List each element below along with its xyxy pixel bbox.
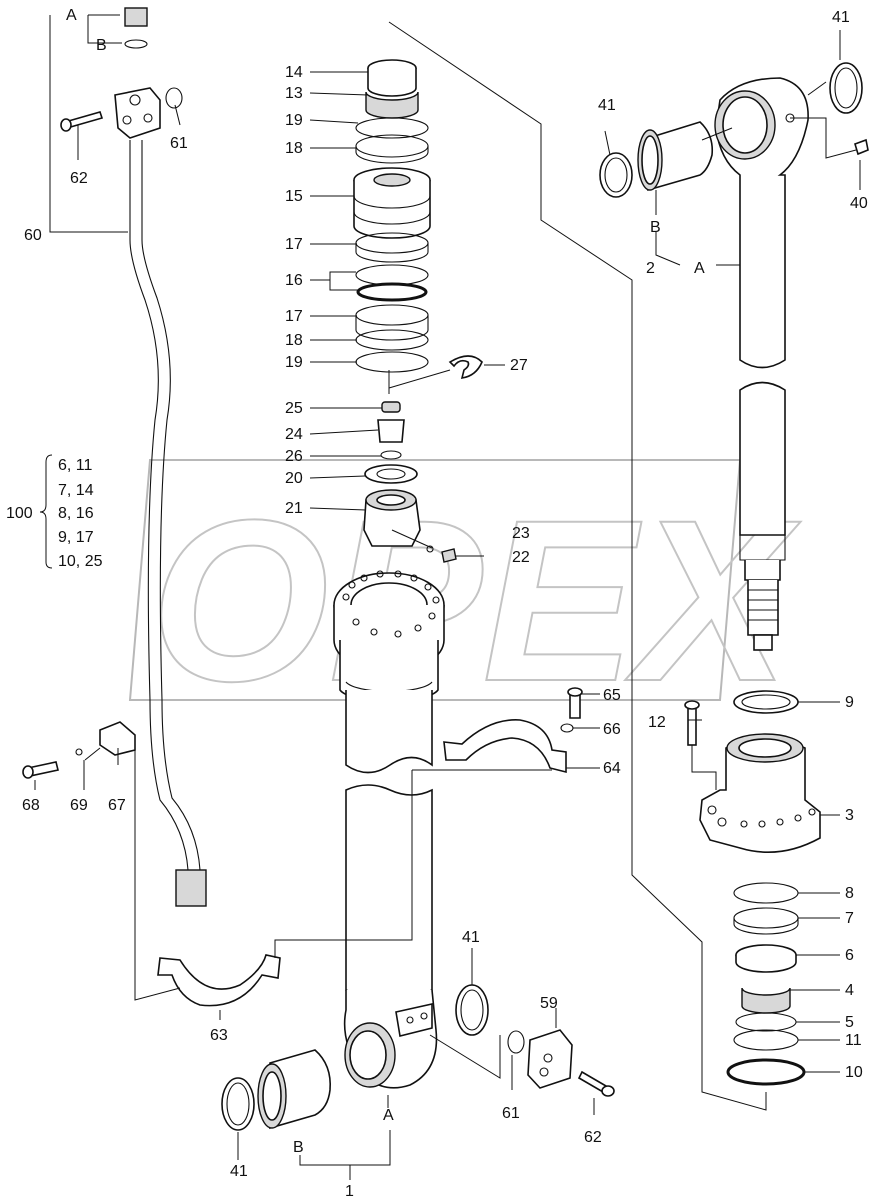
label-61-top: 61	[170, 135, 188, 152]
opex-watermark: OPEX	[128, 459, 802, 730]
kit-row-4: 9, 17	[58, 529, 94, 546]
label-11: 11	[845, 1032, 862, 1049]
o-ring-b	[124, 39, 148, 49]
label-10: 10	[845, 1064, 863, 1081]
label-25: 25	[285, 400, 303, 417]
label-64: 64	[603, 760, 621, 777]
label-12: 12	[648, 714, 666, 731]
label-15: 15	[285, 188, 303, 205]
center-column-parts	[353, 59, 483, 563]
label-67: 67	[108, 797, 126, 814]
label-22: 22	[512, 549, 530, 566]
label-B-top: B	[96, 37, 107, 54]
label-63: 63	[210, 1027, 228, 1044]
label-41-rod-top: 41	[832, 9, 850, 26]
clamp-63	[157, 954, 281, 1007]
label-1: 1	[345, 1183, 354, 1200]
cylinder-head-3	[684, 690, 821, 1086]
label-20: 20	[285, 470, 303, 487]
label-9: 9	[845, 694, 854, 711]
label-23: 23	[512, 525, 530, 542]
label-69: 69	[70, 797, 88, 814]
label-26: 26	[285, 448, 303, 465]
label-13: 13	[285, 85, 303, 102]
plug-a	[124, 7, 148, 27]
label-60: 60	[24, 227, 42, 244]
label-61-bottom: 61	[502, 1105, 520, 1122]
label-59: 59	[540, 995, 558, 1012]
label-62-top: 62	[70, 170, 88, 187]
tube-end-nut	[175, 869, 207, 907]
label-18-bottom: 18	[285, 332, 303, 349]
label-24: 24	[285, 426, 303, 443]
bushing-assembly-bottom	[221, 984, 615, 1131]
label-B-bottom: B	[293, 1139, 304, 1156]
tube-assembly-60	[60, 7, 207, 907]
label-41-bottom: 41	[230, 1163, 248, 1180]
o-ring-61	[165, 87, 183, 109]
label-17-top: 17	[285, 236, 303, 253]
label-A-bottom: A	[383, 1107, 394, 1124]
label-B-rod: B	[650, 219, 661, 236]
label-19-bottom: 19	[285, 354, 303, 371]
label-A-top: A	[66, 7, 77, 24]
label-66: 66	[603, 721, 621, 738]
piston-rod-2	[599, 62, 869, 651]
label-21: 21	[285, 500, 303, 517]
label-16: 16	[285, 272, 303, 289]
kit-row-1: 6, 11	[58, 457, 93, 474]
leader-lines	[34, 14, 861, 1180]
kit-row-3: 8, 16	[58, 505, 94, 522]
label-4: 4	[845, 982, 854, 999]
label-62-bottom: 62	[584, 1129, 602, 1146]
label-5: 5	[845, 1014, 854, 1031]
label-18-top: 18	[285, 140, 303, 157]
kit-row-2: 7, 14	[58, 482, 94, 499]
label-17-bottom: 17	[285, 308, 303, 325]
label-41-rod-left: 41	[598, 97, 616, 114]
cylinder-tube-1	[333, 570, 445, 1089]
label-8: 8	[845, 885, 854, 902]
kit-row-5: 10, 25	[58, 553, 103, 570]
label-65: 65	[603, 687, 621, 704]
label-68: 68	[22, 797, 40, 814]
label-19-top: 19	[285, 112, 303, 129]
label-2: 2	[646, 260, 655, 277]
label-41-center: 41	[462, 929, 480, 946]
label-A-rod: A	[694, 260, 705, 277]
kit-label-100: 100	[6, 505, 33, 522]
label-27: 27	[510, 357, 528, 374]
clamp-64	[443, 687, 583, 774]
label-6: 6	[845, 947, 854, 964]
flange-block	[114, 87, 161, 139]
label-40: 40	[850, 195, 868, 212]
label-14: 14	[285, 64, 303, 81]
label-3: 3	[845, 807, 854, 824]
label-7: 7	[845, 910, 854, 927]
watermark-text: OPEX	[150, 472, 801, 729]
part-labels: A B 60 62 61 14 13 19 18 15 17 16 17 18 …	[6, 7, 868, 1200]
